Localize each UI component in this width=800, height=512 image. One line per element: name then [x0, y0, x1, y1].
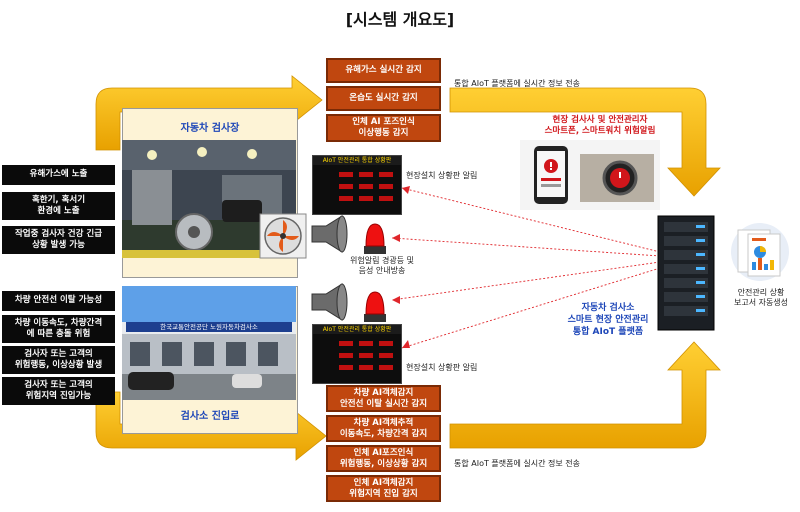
risk-weather-exposure: 혹한기, 혹서기 환경에 노출: [2, 192, 115, 220]
entrance-title: 검사소 진입로: [180, 411, 240, 422]
siren-label: 위험알림 경광등 및 음성 안내방송: [350, 256, 414, 276]
diagram-title: [시스템 개요도]: [345, 10, 455, 29]
status-board-title-bottom: AIoT 안전관리 통합 상황판: [313, 325, 401, 334]
transmit-label-bottom: 통합 AIoT 플랫폼에 실시간 정보 전송: [454, 459, 581, 468]
alert-line-board-bottom: [401, 267, 661, 349]
sensor-behavior: 인체 AI포즈인식 위험행동, 이상상황 감지: [326, 445, 441, 472]
board-label-top: 현장설치 상황판 알림: [406, 171, 478, 180]
risk-danger-zone: 검사자 또는 고객의 위험지역 진입가능: [2, 377, 115, 405]
alert-line-siren-bottom: [391, 261, 661, 301]
sensor-gas: 유해가스 실시간 감지: [326, 58, 441, 83]
arrow-sensors-to-platform-lower: [449, 341, 721, 449]
alert-line-board-top: [401, 187, 661, 253]
siren-light-icon-bottom: [311, 283, 386, 322]
sensor-pose: 인체 AI 포즈인식 이상행동 감지: [326, 114, 441, 142]
sensor-vehicle-tracking: 차량 AI객체추적 이동속도, 차량간격 감지: [326, 415, 441, 442]
building-sign: 한국교통안전공단 노원자동차검사소: [126, 322, 292, 332]
status-board-top: AIoT 안전관리 통합 상황판: [312, 155, 402, 215]
sensor-zone-entry: 인체 AI객체감지 위험지역 진입 감지: [326, 475, 441, 502]
sensor-temp-humidity: 온습도 실시간 감지: [326, 86, 441, 111]
risk-collision: 차량 이동속도, 차량간격 에 따른 충돌 위험: [2, 315, 115, 343]
aiot-server-icon: [657, 215, 715, 331]
risk-dangerous-behavior: 검사자 또는 고객의 위험행동, 이상상황 발생: [2, 346, 115, 374]
status-board-bottom: AIoT 안전관리 통합 상황판: [312, 324, 402, 384]
transmit-label-top: 통합 AIoT 플랫폼에 실시간 정보 전송: [454, 79, 581, 88]
alert-line-siren-top: [391, 237, 661, 257]
siren-light-icon-top: [311, 215, 386, 254]
platform-label: 자동차 검사소 스마트 현장 안전관리 통합 AIoT 플랫폼: [567, 303, 649, 338]
board-label-bottom: 현장설치 상황판 알림: [406, 363, 478, 372]
report-label: 안전관리 상황 보고서 자동생성: [733, 288, 789, 308]
ventilation-fan-icon: [259, 213, 307, 259]
risk-health-emergency: 작업중 검사자 건강 긴급 상황 발생 가능: [2, 226, 115, 254]
status-board-title: AIoT 안전관리 통합 상황판: [313, 156, 401, 165]
entrance-photo: [122, 286, 296, 400]
inspection-area-title: 자동차 검사장: [180, 123, 240, 134]
report-icon: [731, 223, 789, 281]
mobile-alert-label: 현장 검사사 및 안전관리자 스마트폰, 스마트워치 위험알림: [544, 115, 656, 137]
sensor-vehicle-line: 차량 AI객체감지 안전선 이탈 실시간 감지: [326, 385, 441, 412]
smartphone-watch-icon: [520, 140, 660, 210]
risk-gas-exposure: 유해가스에 노출: [2, 165, 115, 185]
risk-safety-line: 차량 안전선 이탈 가능성: [2, 291, 115, 311]
arrow-sensors-to-platform: [449, 87, 721, 197]
